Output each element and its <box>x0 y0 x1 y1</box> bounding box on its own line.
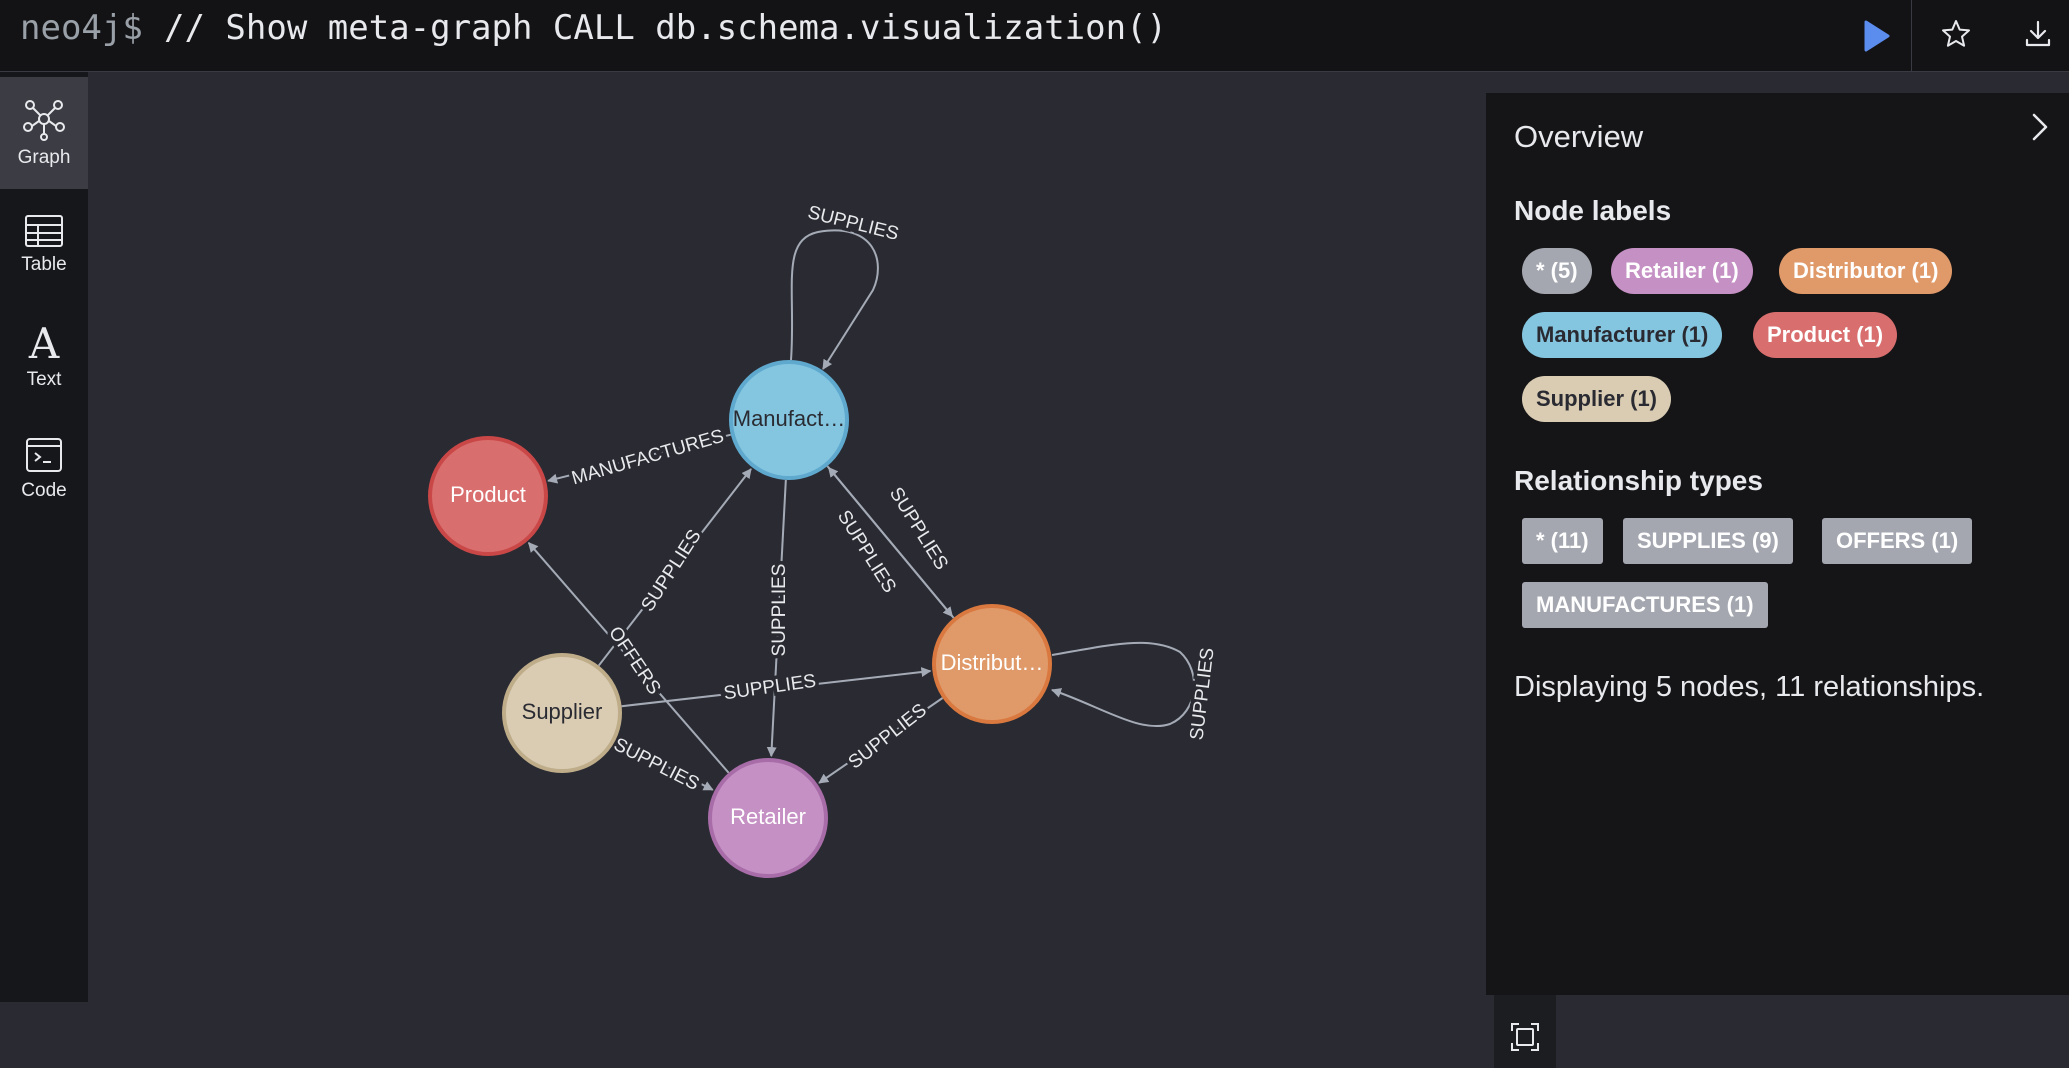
code-icon <box>26 438 62 472</box>
node-circle[interactable] <box>932 604 1052 724</box>
star-icon <box>1942 20 1970 47</box>
editor-prompt: neo4j$ <box>20 8 143 48</box>
sidebar-item-table[interactable]: Table <box>0 189 88 301</box>
relationship-label: SUPPLIES <box>722 671 817 705</box>
node-labels-heading: Node labels <box>1514 195 1672 226</box>
relationship-types-heading: Relationship types <box>1514 465 1763 496</box>
download-button[interactable] <box>2018 14 2058 54</box>
query-editor[interactable]: neo4j$ // Show meta-graph CALL db.schema… <box>0 0 1912 71</box>
node-label-pill-manufacturer[interactable]: Manufacturer (1) <box>1522 312 1723 358</box>
editor-bar: neo4j$ // Show meta-graph CALL db.schema… <box>0 0 2069 72</box>
node-product[interactable]: Product <box>428 436 548 556</box>
relationship-label: MANUFACTURES <box>569 426 726 490</box>
relationship-label-halo: SUPPLIES <box>769 564 790 657</box>
overview-status: Displaying 5 nodes, 11 relationships. <box>1514 671 1985 703</box>
relationship-label: SUPPLIES <box>805 202 900 245</box>
node-retailer[interactable]: Retailer <box>708 758 828 878</box>
node-label-pill-retailer[interactable]: Retailer (1) <box>1611 248 1753 294</box>
relationship-line[interactable] <box>790 229 879 370</box>
relationship-line[interactable] <box>597 468 752 667</box>
relationship-line[interactable] <box>1051 641 1196 728</box>
node-label: Product <box>450 482 526 507</box>
relationship-label: SUPPLIES <box>637 526 705 615</box>
overview-title: Overview <box>1514 119 1644 154</box>
relationships-layer: SUPPLIESSUPPLIESMANUFACTURESMANUFACTURES… <box>527 199 1222 799</box>
node-circle[interactable] <box>428 436 548 556</box>
node-label: Retailer <box>730 804 806 829</box>
relationship-line[interactable] <box>766 479 787 758</box>
favorite-button[interactable] <box>1936 14 1976 54</box>
node-circle[interactable] <box>502 653 622 773</box>
sidebar-item-label: Graph <box>17 147 71 168</box>
sidebar-item-label: Table <box>21 254 67 275</box>
chevron-right-icon <box>2032 113 2048 141</box>
run-button[interactable] <box>1856 16 1896 56</box>
relationship-label: SUPPLIES <box>1186 647 1218 742</box>
sidebar-item-code[interactable]: Code <box>0 413 88 525</box>
rel-type-tag-supplies[interactable]: SUPPLIES (9) <box>1623 518 1793 564</box>
editor-query[interactable]: // Show meta-graph CALL db.schema.visual… <box>164 8 1168 48</box>
relationship-line[interactable] <box>818 697 944 784</box>
overview-panel: Overview Node labels * (5) Retailer (1) … <box>1486 93 2069 995</box>
relationship-line[interactable] <box>615 739 714 791</box>
sidebar-item-graph[interactable]: Graph <box>0 77 88 189</box>
relationship-line[interactable] <box>827 466 955 619</box>
relationship-label: SUPPLIES <box>845 700 931 774</box>
relationship-line[interactable] <box>547 433 732 484</box>
rel-type-tag-offers[interactable]: OFFERS (1) <box>1822 518 1973 564</box>
relationship-label: SUPPLIES <box>610 734 702 795</box>
relationship-label: SUPPLIES <box>833 507 900 597</box>
relationship-line[interactable] <box>621 667 932 708</box>
node-supplier[interactable]: Supplier <box>502 653 622 773</box>
table-icon <box>25 215 63 247</box>
node-distributor[interactable]: Distribut… <box>932 604 1052 724</box>
node-label: Supplier <box>522 699 603 724</box>
node-circle[interactable] <box>729 360 849 480</box>
node-label: Manufact… <box>733 406 846 431</box>
sidebar-item-text[interactable]: A Text <box>0 301 88 413</box>
node-circle[interactable] <box>708 758 828 878</box>
fit-screen-icon <box>1511 1023 1539 1051</box>
node-label-pill-distributor[interactable]: Distributor (1) <box>1779 248 1953 294</box>
relationship-label: SUPPLIES <box>885 484 952 574</box>
node-label-pill-all[interactable]: * (5) <box>1522 248 1592 294</box>
sidebar-item-label: Text <box>26 369 62 390</box>
download-icon <box>2025 20 2051 47</box>
graph-icon <box>23 100 65 141</box>
text-icon: A <box>28 323 60 363</box>
rel-type-tag-manufactures[interactable]: MANUFACTURES (1) <box>1522 582 1768 628</box>
node-label-pill-product[interactable]: Product (1) <box>1753 312 1898 358</box>
node-label-pill-supplier[interactable]: Supplier (1) <box>1522 376 1672 422</box>
collapse-panel-button[interactable] <box>2022 109 2058 145</box>
relationship-line[interactable] <box>527 542 730 774</box>
rel-type-tag-all[interactable]: * (11) <box>1522 518 1603 564</box>
node-manufacturer[interactable]: Manufact… <box>729 360 849 480</box>
svg-text:A: A <box>28 323 60 363</box>
relationship-label: SUPPLIES <box>769 564 790 657</box>
node-label: Distribut… <box>941 650 1044 675</box>
graph-visualization[interactable]: SUPPLIESSUPPLIESMANUFACTURESMANUFACTURES… <box>88 72 1486 1002</box>
result-view-sidebar: Graph Table A Text Code <box>0 72 88 1002</box>
sidebar-item-label: Code <box>21 480 67 501</box>
play-icon <box>1864 20 1890 52</box>
fit-to-screen-button[interactable] <box>1508 1020 1542 1054</box>
